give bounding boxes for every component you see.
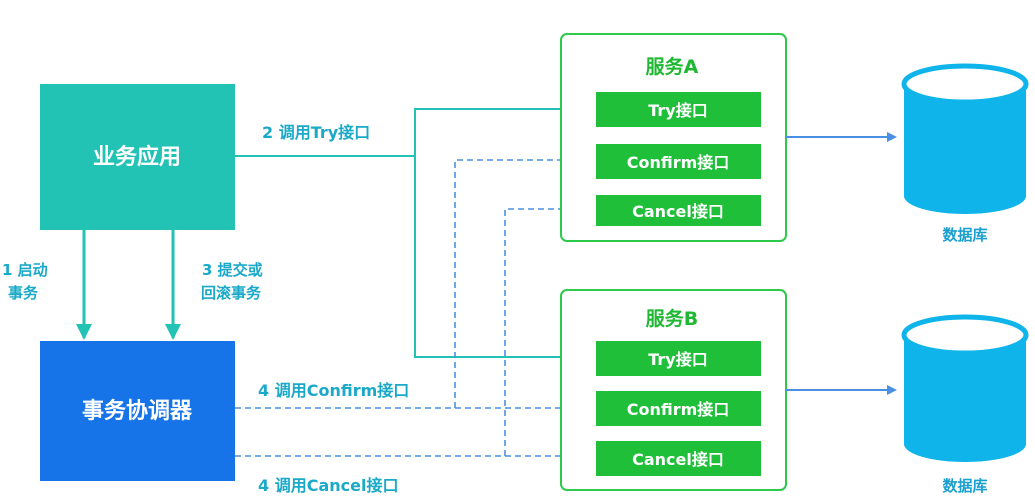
service-a-try-label: Try接口	[648, 101, 707, 120]
service-b-try-interface	[596, 341, 761, 376]
commit-rollback-label-1: 3 提交或	[202, 261, 263, 279]
service-b-cancel-interface	[596, 441, 761, 476]
service-b-title: 服务B	[646, 307, 698, 330]
business-app-label: 业务应用	[93, 144, 181, 170]
start-transaction-label-2: 事务	[8, 284, 39, 302]
transaction-coordinator-box	[40, 341, 235, 481]
service-b-confirm-interface	[596, 391, 761, 426]
database-b-icon	[901, 314, 1029, 462]
service-a-confirm-label: Confirm接口	[627, 153, 730, 172]
call-cancel-label: 4 调用Cancel接口	[258, 476, 398, 495]
service-b-try-label: Try接口	[648, 350, 707, 369]
service-a-title: 服务A	[646, 55, 699, 78]
transaction-coordinator-label: 事务协调器	[82, 398, 193, 424]
service-a-cancel-interface	[596, 195, 761, 226]
service-b-cancel-label: Cancel接口	[632, 450, 724, 469]
service-a-cancel-label: Cancel接口	[632, 202, 724, 221]
try-call-line-b	[414, 156, 590, 362]
service-b-confirm-label: Confirm接口	[627, 400, 730, 419]
commit-rollback-label-2: 回滚事务	[201, 284, 262, 302]
database-b-label: 数据库	[942, 477, 987, 495]
database-a-label: 数据库	[942, 226, 987, 244]
database-a-icon	[901, 63, 1029, 214]
confirm-call-line-a	[454, 155, 590, 408]
call-try-label: 2 调用Try接口	[262, 123, 370, 142]
business-app-box	[40, 84, 235, 230]
service-a-confirm-interface	[596, 144, 761, 179]
start-transaction-label-1: 1 启动	[2, 261, 48, 279]
try-call-line-a	[235, 104, 590, 157]
call-confirm-label: 4 调用Confirm接口	[258, 381, 409, 400]
service-a-try-interface	[596, 92, 761, 127]
